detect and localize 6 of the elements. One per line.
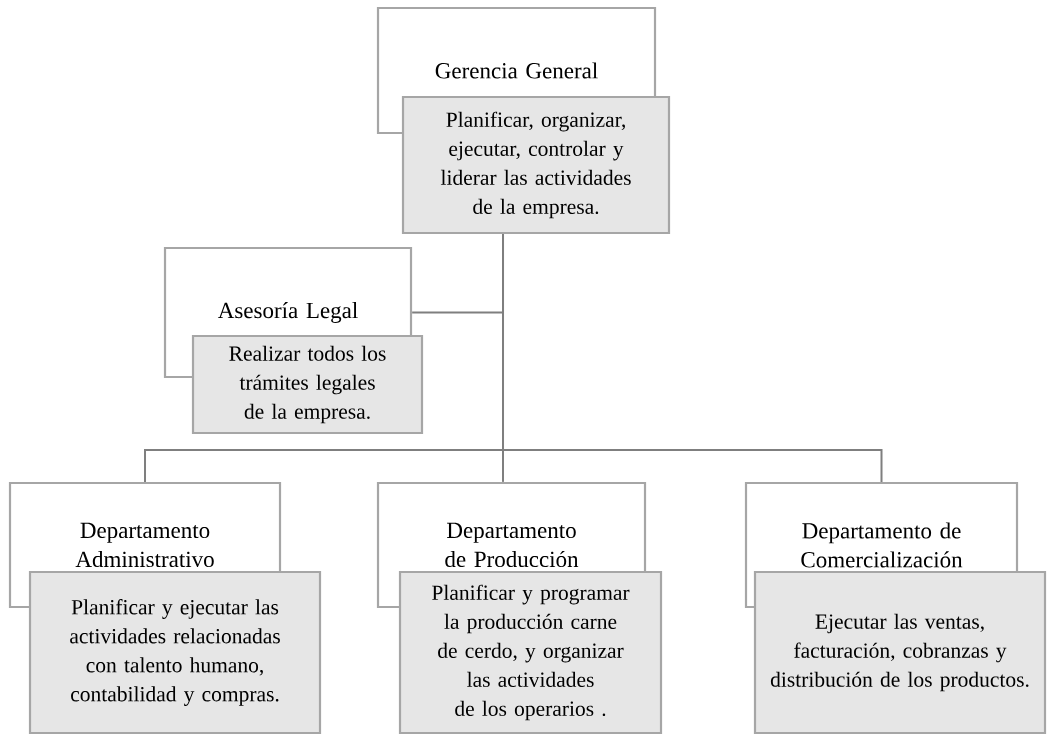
description-box: Planificar y programar la producción carne de cerdo, y organizar las actividades de los operarios . (398, 570, 663, 735)
connector-line (502, 233, 883, 483)
description-box: Ejecutar las ventas, facturación, cobranzas y distribución de los productos. (753, 570, 1047, 735)
description-box: Planificar y ejecutar las actividades relacionadas con talento humano, contabilidad y compras. (28, 570, 322, 735)
description-box: Planificar, organizar, ejecutar, controlar y liderar las actividades de la empresa. (401, 95, 671, 235)
description-box: Realizar todos los trámites legales de la empresa. (191, 334, 424, 435)
